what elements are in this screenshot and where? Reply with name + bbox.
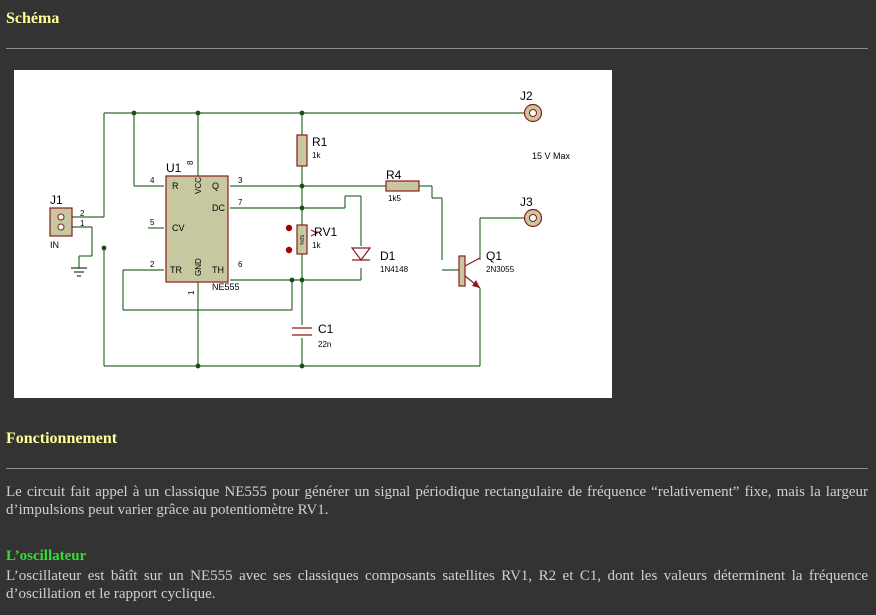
terminal-j3-icon — [523, 208, 543, 228]
pin-cv: CV — [172, 223, 185, 233]
rv1-pct: 50% — [298, 235, 304, 246]
r4-value: 1k5 — [388, 194, 401, 203]
pin-num-6: 6 — [238, 260, 243, 269]
ne555-chip — [165, 175, 229, 283]
connector-j1 — [49, 207, 73, 237]
divider — [6, 468, 868, 469]
oscillator-paragraph: L’oscillateur est bâtît sur un NE555 ave… — [6, 568, 868, 602]
q1-ref: Q1 — [486, 249, 502, 263]
transistor-q1 — [458, 255, 466, 287]
pin-num-8: 8 — [186, 160, 195, 165]
j1-ref: J1 — [50, 193, 63, 207]
pin-vcc: VCC — [194, 177, 203, 194]
j1-pin2: 2 — [80, 209, 85, 218]
j2-ref: J2 — [520, 89, 533, 103]
j1-pin1: 1 — [80, 219, 85, 228]
pin-num-1: 1 — [187, 290, 196, 295]
function-heading: Fonctionnement — [6, 430, 118, 447]
r1-ref: R1 — [312, 135, 328, 149]
d1-ref: D1 — [380, 249, 396, 263]
rv1-ref: RV1 — [314, 225, 337, 239]
resistor-r1 — [296, 134, 308, 167]
ground-icon — [71, 267, 87, 277]
pin-num-4: 4 — [150, 176, 155, 185]
oscillator-heading: L’oscillateur — [6, 548, 87, 564]
q1-value: 2N3055 — [486, 265, 515, 274]
pin-r: R — [172, 181, 179, 191]
wires — [72, 112, 526, 367]
pin-gnd: GND — [194, 258, 203, 276]
pin-th: TH — [212, 265, 224, 275]
potentiometer-rv1 — [296, 224, 308, 255]
pin-dc: DC — [212, 203, 225, 213]
pin-q: Q — [212, 181, 219, 191]
u1-part: NE555 — [212, 282, 240, 292]
r4-ref: R4 — [386, 168, 402, 182]
circuit-diagram: U1 NE555 R Q DC CV TR TH VCC GND 4 8 3 7… — [14, 70, 612, 398]
pin-num-3: 3 — [238, 176, 243, 185]
j1-sub: IN — [50, 240, 59, 250]
d1-value: 1N4148 — [380, 265, 409, 274]
schema-heading: Schéma — [6, 10, 60, 27]
capacitor-c1 — [292, 327, 312, 336]
c1-ref: C1 — [318, 322, 334, 336]
divider — [6, 48, 868, 49]
c1-value: 22n — [318, 340, 331, 349]
pin-num-5: 5 — [150, 218, 155, 227]
r1-value: 1k — [312, 151, 321, 160]
j3-ref: J3 — [520, 195, 533, 209]
pot-marker-icon — [285, 246, 293, 254]
pot-marker-icon — [285, 224, 293, 232]
u1-ref: U1 — [166, 161, 182, 175]
rv1-value: 1k — [312, 241, 321, 250]
pin-tr: TR — [170, 265, 182, 275]
junction-dots — [101, 110, 305, 369]
terminal-j2-icon — [523, 103, 543, 123]
pin-num-7: 7 — [238, 198, 243, 207]
resistor-r4 — [385, 180, 420, 192]
pin-num-2: 2 — [150, 260, 155, 269]
diode-d1 — [350, 247, 372, 261]
voltage-note: 15 V Max — [532, 151, 571, 161]
function-paragraph: Le circuit fait appel à un classique NE5… — [6, 484, 868, 518]
